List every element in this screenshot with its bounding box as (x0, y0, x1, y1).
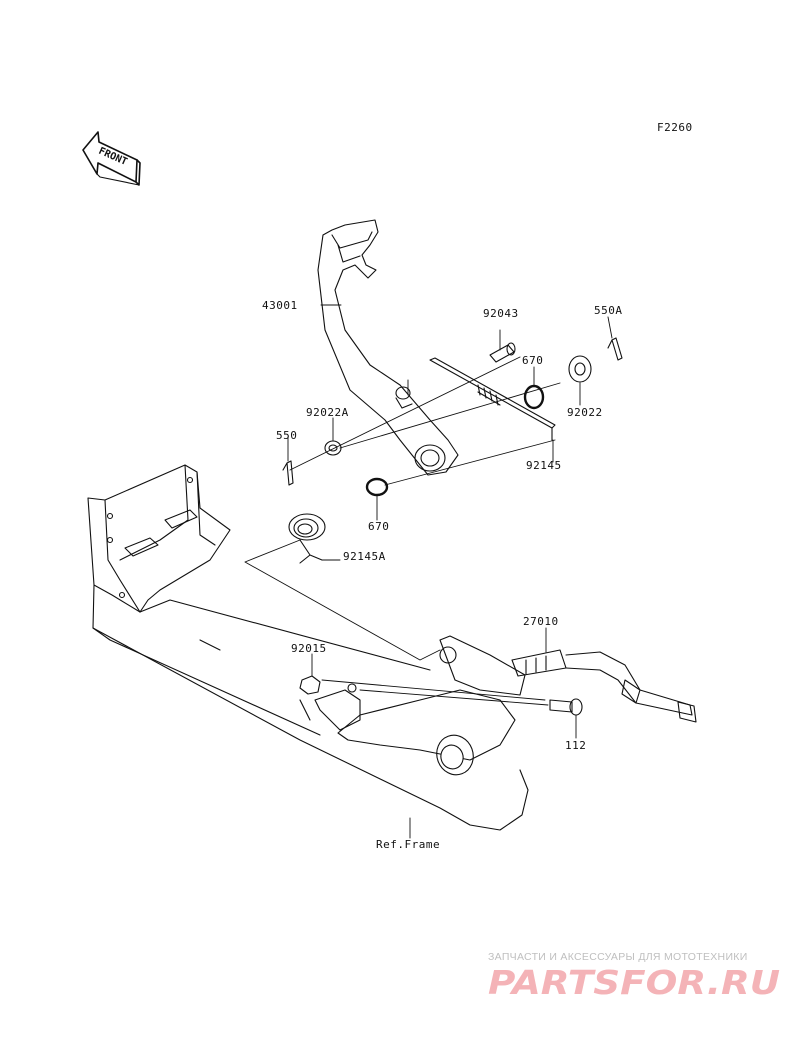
leader-lines (244, 304, 613, 839)
watermark-logo: PARTSFOR.RU (488, 964, 780, 1000)
washer-92022A-drawing (324, 440, 342, 456)
return-spring-drawing (288, 513, 326, 564)
part-label-112[interactable]: 112 (565, 739, 587, 752)
o-ring-upper-drawing (523, 384, 545, 410)
part-label-27010[interactable]: 27010 (523, 615, 559, 628)
part-label-670-lower[interactable]: 670 (368, 520, 390, 533)
cotter-pin-550A-drawing (607, 337, 623, 361)
brake-pedal-drawing (317, 219, 459, 476)
part-label-92022A[interactable]: 92022A (306, 406, 349, 419)
part-label-92015[interactable]: 92015 (291, 642, 327, 655)
part-label-92022[interactable]: 92022 (567, 406, 603, 419)
part-label-670-upper[interactable]: 670 (522, 354, 544, 367)
pivot-shaft-drawing (429, 357, 556, 441)
watermark-logo-text: PARTSFOR.RU (488, 964, 780, 1000)
part-label-92145A[interactable]: 92145A (343, 550, 386, 563)
part-label-550[interactable]: 550 (276, 429, 298, 442)
nut-drawing (299, 675, 321, 695)
watermark-subtitle: ЗАПЧАСТИ И АКСЕССУАРЫ ДЛЯ МОТОТЕХНИКИ (488, 951, 748, 963)
part-label-92043[interactable]: 92043 (483, 307, 519, 320)
part-label-550A[interactable]: 550A (594, 304, 623, 317)
o-ring-lower-drawing (365, 477, 389, 497)
part-label-92145[interactable]: 92145 (526, 459, 562, 472)
frame-drawing (87, 464, 529, 831)
cotter-pin-550-drawing (282, 460, 294, 486)
front-arrow-icon: FRONT (82, 131, 141, 186)
brake-switch-drawing (511, 649, 697, 723)
bolt-drawing (549, 698, 583, 716)
washer-92022-drawing (568, 355, 592, 383)
diagram-code: F2260 (657, 121, 693, 134)
part-label-43001[interactable]: 43001 (262, 299, 298, 312)
clevis-pin-drawing (489, 342, 516, 363)
frame-reference-label: Ref.Frame (376, 838, 441, 851)
